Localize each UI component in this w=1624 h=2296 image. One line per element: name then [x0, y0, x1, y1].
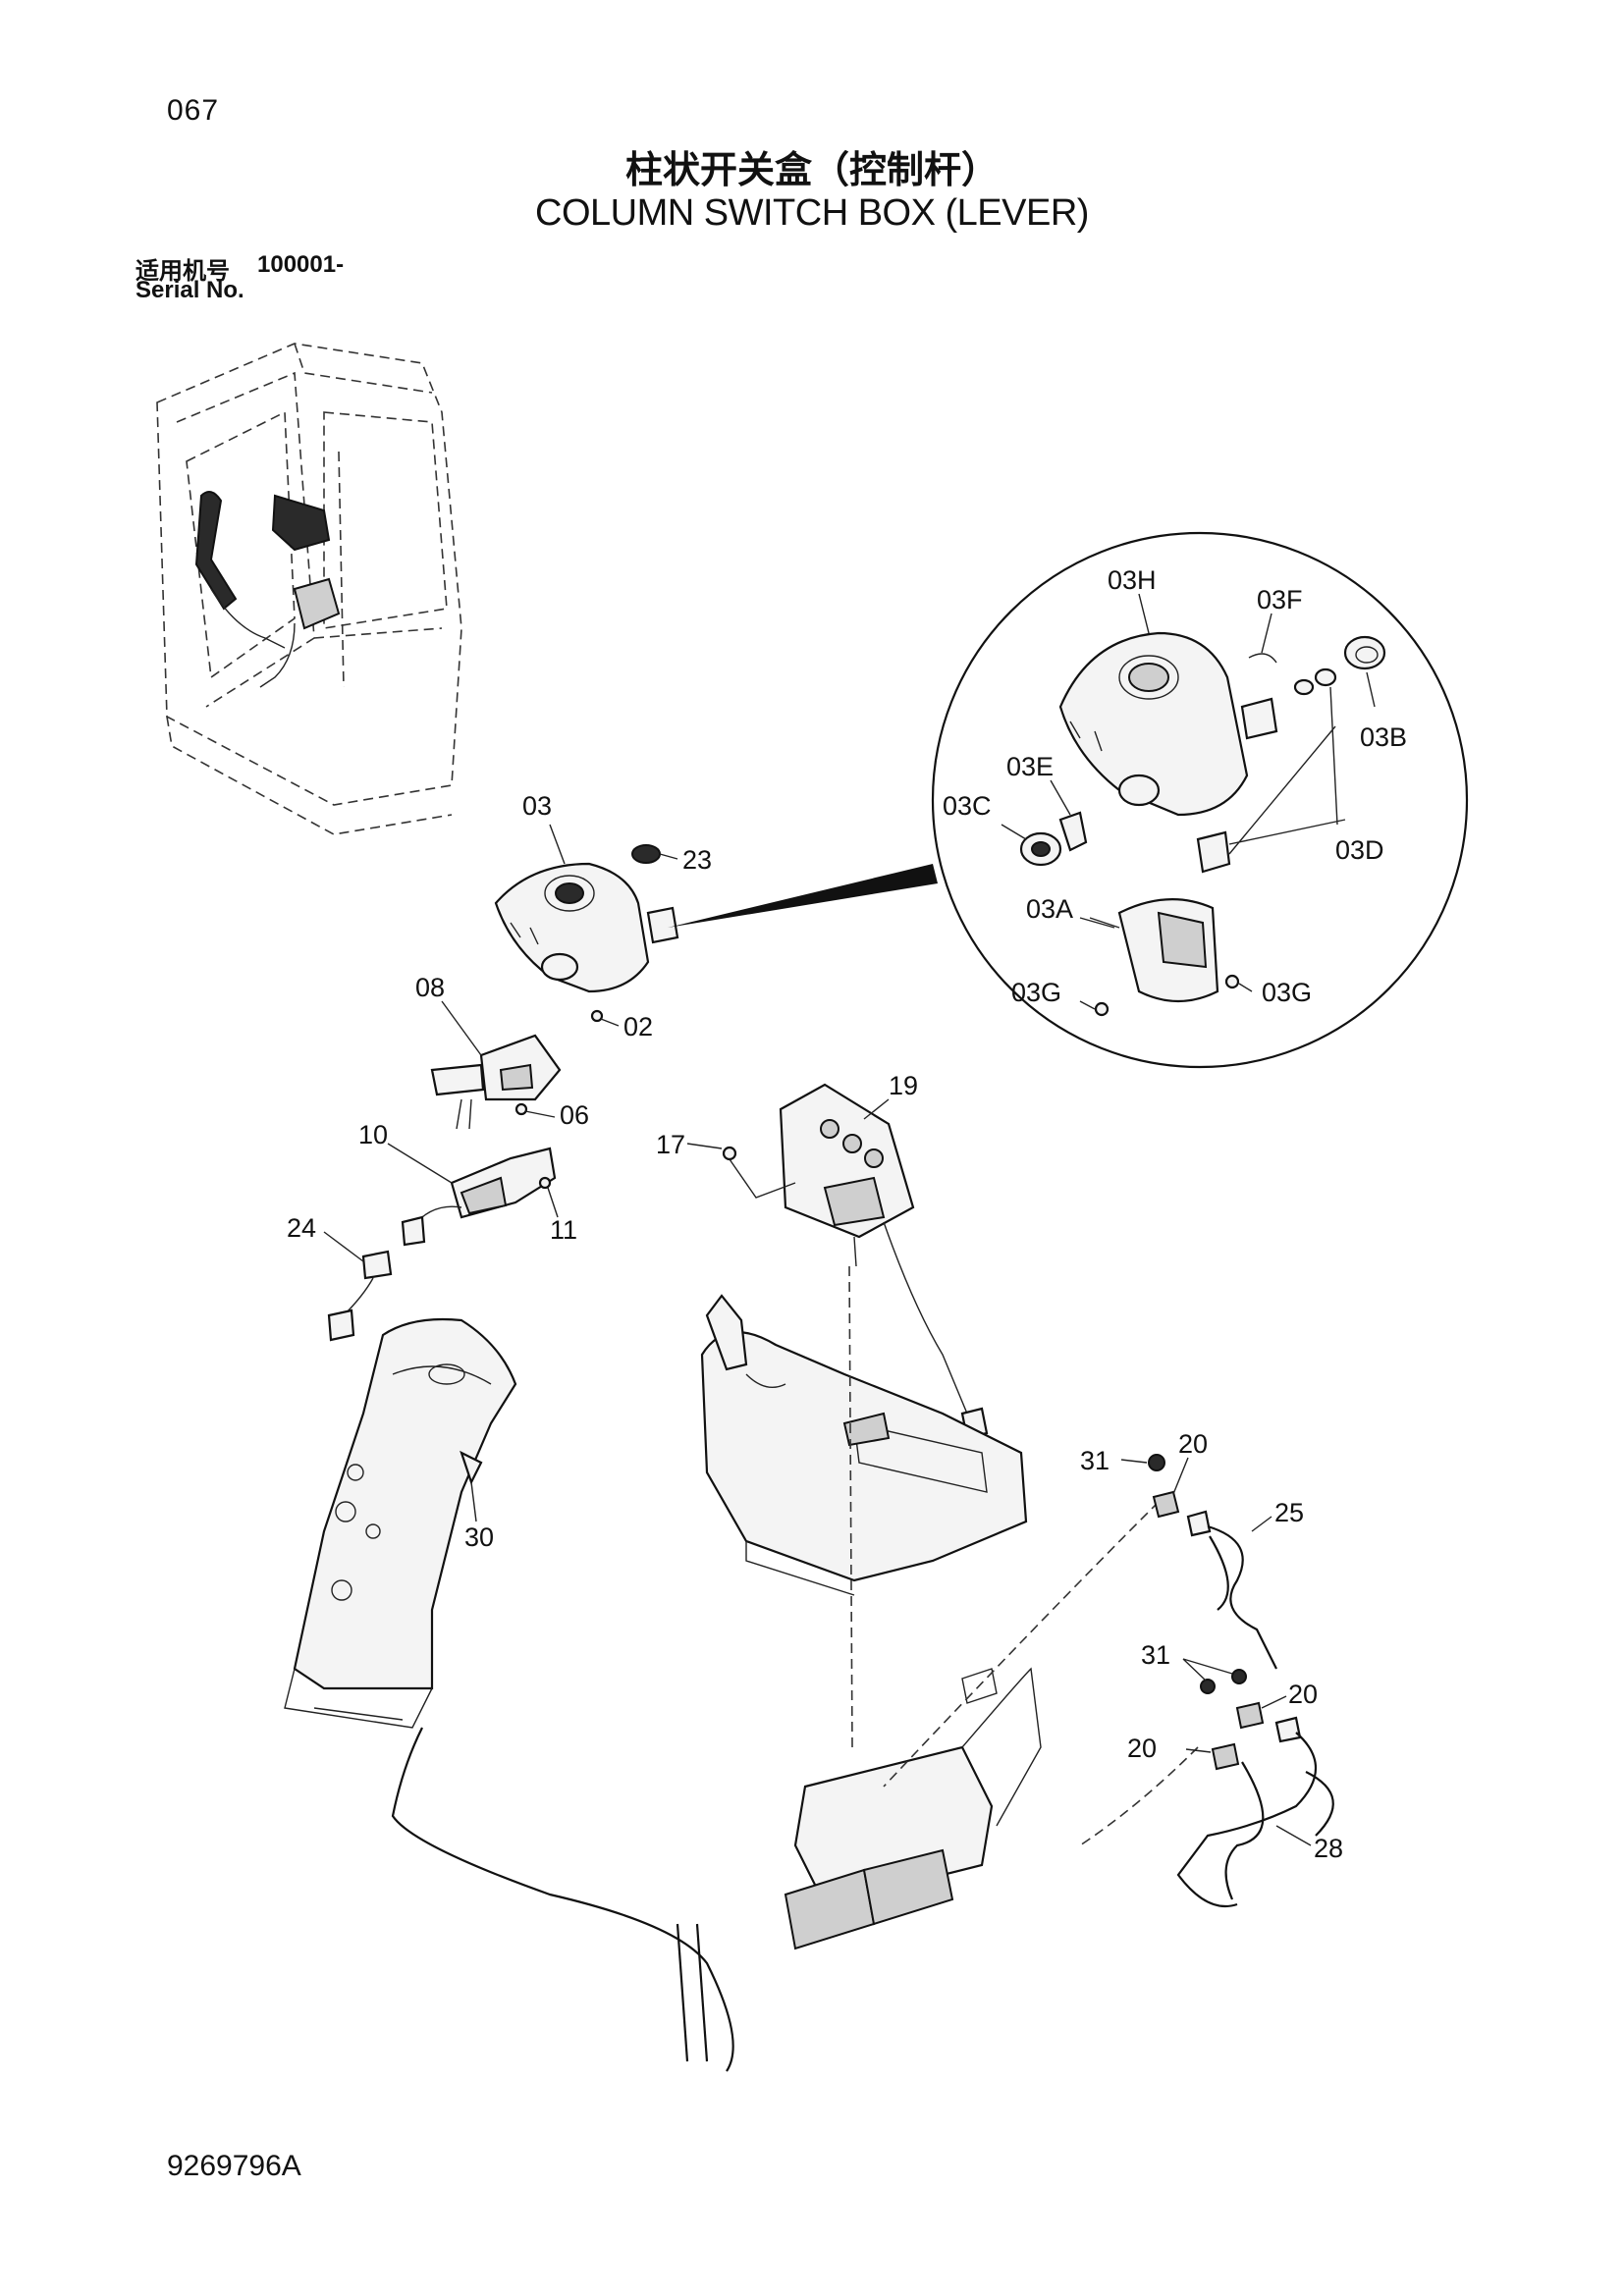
- callout-03C: 03C: [943, 791, 992, 821]
- part-02-screw: [590, 1009, 604, 1023]
- serial-label-english: Serial No.: [135, 277, 244, 303]
- part-10-lever: [401, 1147, 557, 1247]
- column-pillar: [284, 1317, 517, 1729]
- callout-10: 10: [358, 1120, 388, 1149]
- callout-06: 06: [560, 1100, 589, 1130]
- callout-11: 11: [550, 1215, 577, 1245]
- callout-28: 28: [1314, 1834, 1343, 1863]
- relation-line: [1079, 1746, 1199, 1846]
- callout-30: 30: [464, 1522, 494, 1552]
- callout-24: 24: [287, 1213, 316, 1243]
- drawing-number: 9269796A: [167, 2150, 301, 2182]
- callout-03G-right: 03G: [1262, 978, 1312, 1007]
- cab-overview: [156, 343, 462, 835]
- serial-range: 100001-: [257, 251, 345, 278]
- callout-31-upper: 31: [1080, 1446, 1110, 1475]
- callout-20-left: 20: [1127, 1734, 1157, 1763]
- relation-line: [883, 1501, 1160, 1788]
- serial-label-chinese: 适用机号: [135, 257, 230, 285]
- part-03-switch-cover: [494, 862, 679, 993]
- control-console: [700, 1294, 1028, 1596]
- callout-20-right: 20: [1288, 1680, 1318, 1709]
- callout-03B: 03B: [1360, 722, 1407, 752]
- callout-19: 19: [889, 1071, 918, 1100]
- relation-line: [848, 1265, 853, 1748]
- callout-20-upper: 20: [1178, 1429, 1208, 1459]
- part-23-grommet: [631, 844, 661, 864]
- part-24-connector: [327, 1250, 393, 1342]
- callout-03D: 03D: [1335, 835, 1384, 865]
- title-english: COLUMN SWITCH BOX (LEVER): [535, 192, 1089, 234]
- callout-17: 17: [656, 1130, 685, 1159]
- callout-03A: 03A: [1026, 894, 1073, 924]
- callout-31-lower: 31: [1141, 1640, 1170, 1670]
- part-19-switch-panel: [779, 1083, 989, 1440]
- callout-03G-left: 03G: [1011, 978, 1061, 1007]
- detail-circle: [931, 531, 1469, 1069]
- leader-lines: [323, 593, 1376, 1846]
- callout-25: 25: [1274, 1498, 1304, 1527]
- callout-23: 23: [682, 845, 712, 875]
- column-harness: [391, 1727, 734, 2072]
- part-08-switch: [430, 1034, 562, 1130]
- callout-03F: 03F: [1257, 585, 1303, 614]
- control-box: [784, 1667, 1042, 1950]
- callout-03E: 03E: [1006, 752, 1054, 781]
- callout-03H: 03H: [1108, 565, 1157, 595]
- callout-02: 02: [623, 1012, 653, 1041]
- part-28-harness: [1176, 1669, 1334, 1908]
- part-30-bracket: [460, 1450, 483, 1485]
- part-25-harness: [1148, 1454, 1277, 1670]
- part-17-screw: [722, 1146, 796, 1199]
- callout-08: 08: [415, 973, 445, 1002]
- page-number: 067: [167, 94, 220, 127]
- callout-03: 03: [522, 791, 552, 821]
- detail-pointer: [668, 864, 938, 928]
- title-chinese: 柱状开关盒（控制杆）: [624, 148, 999, 191]
